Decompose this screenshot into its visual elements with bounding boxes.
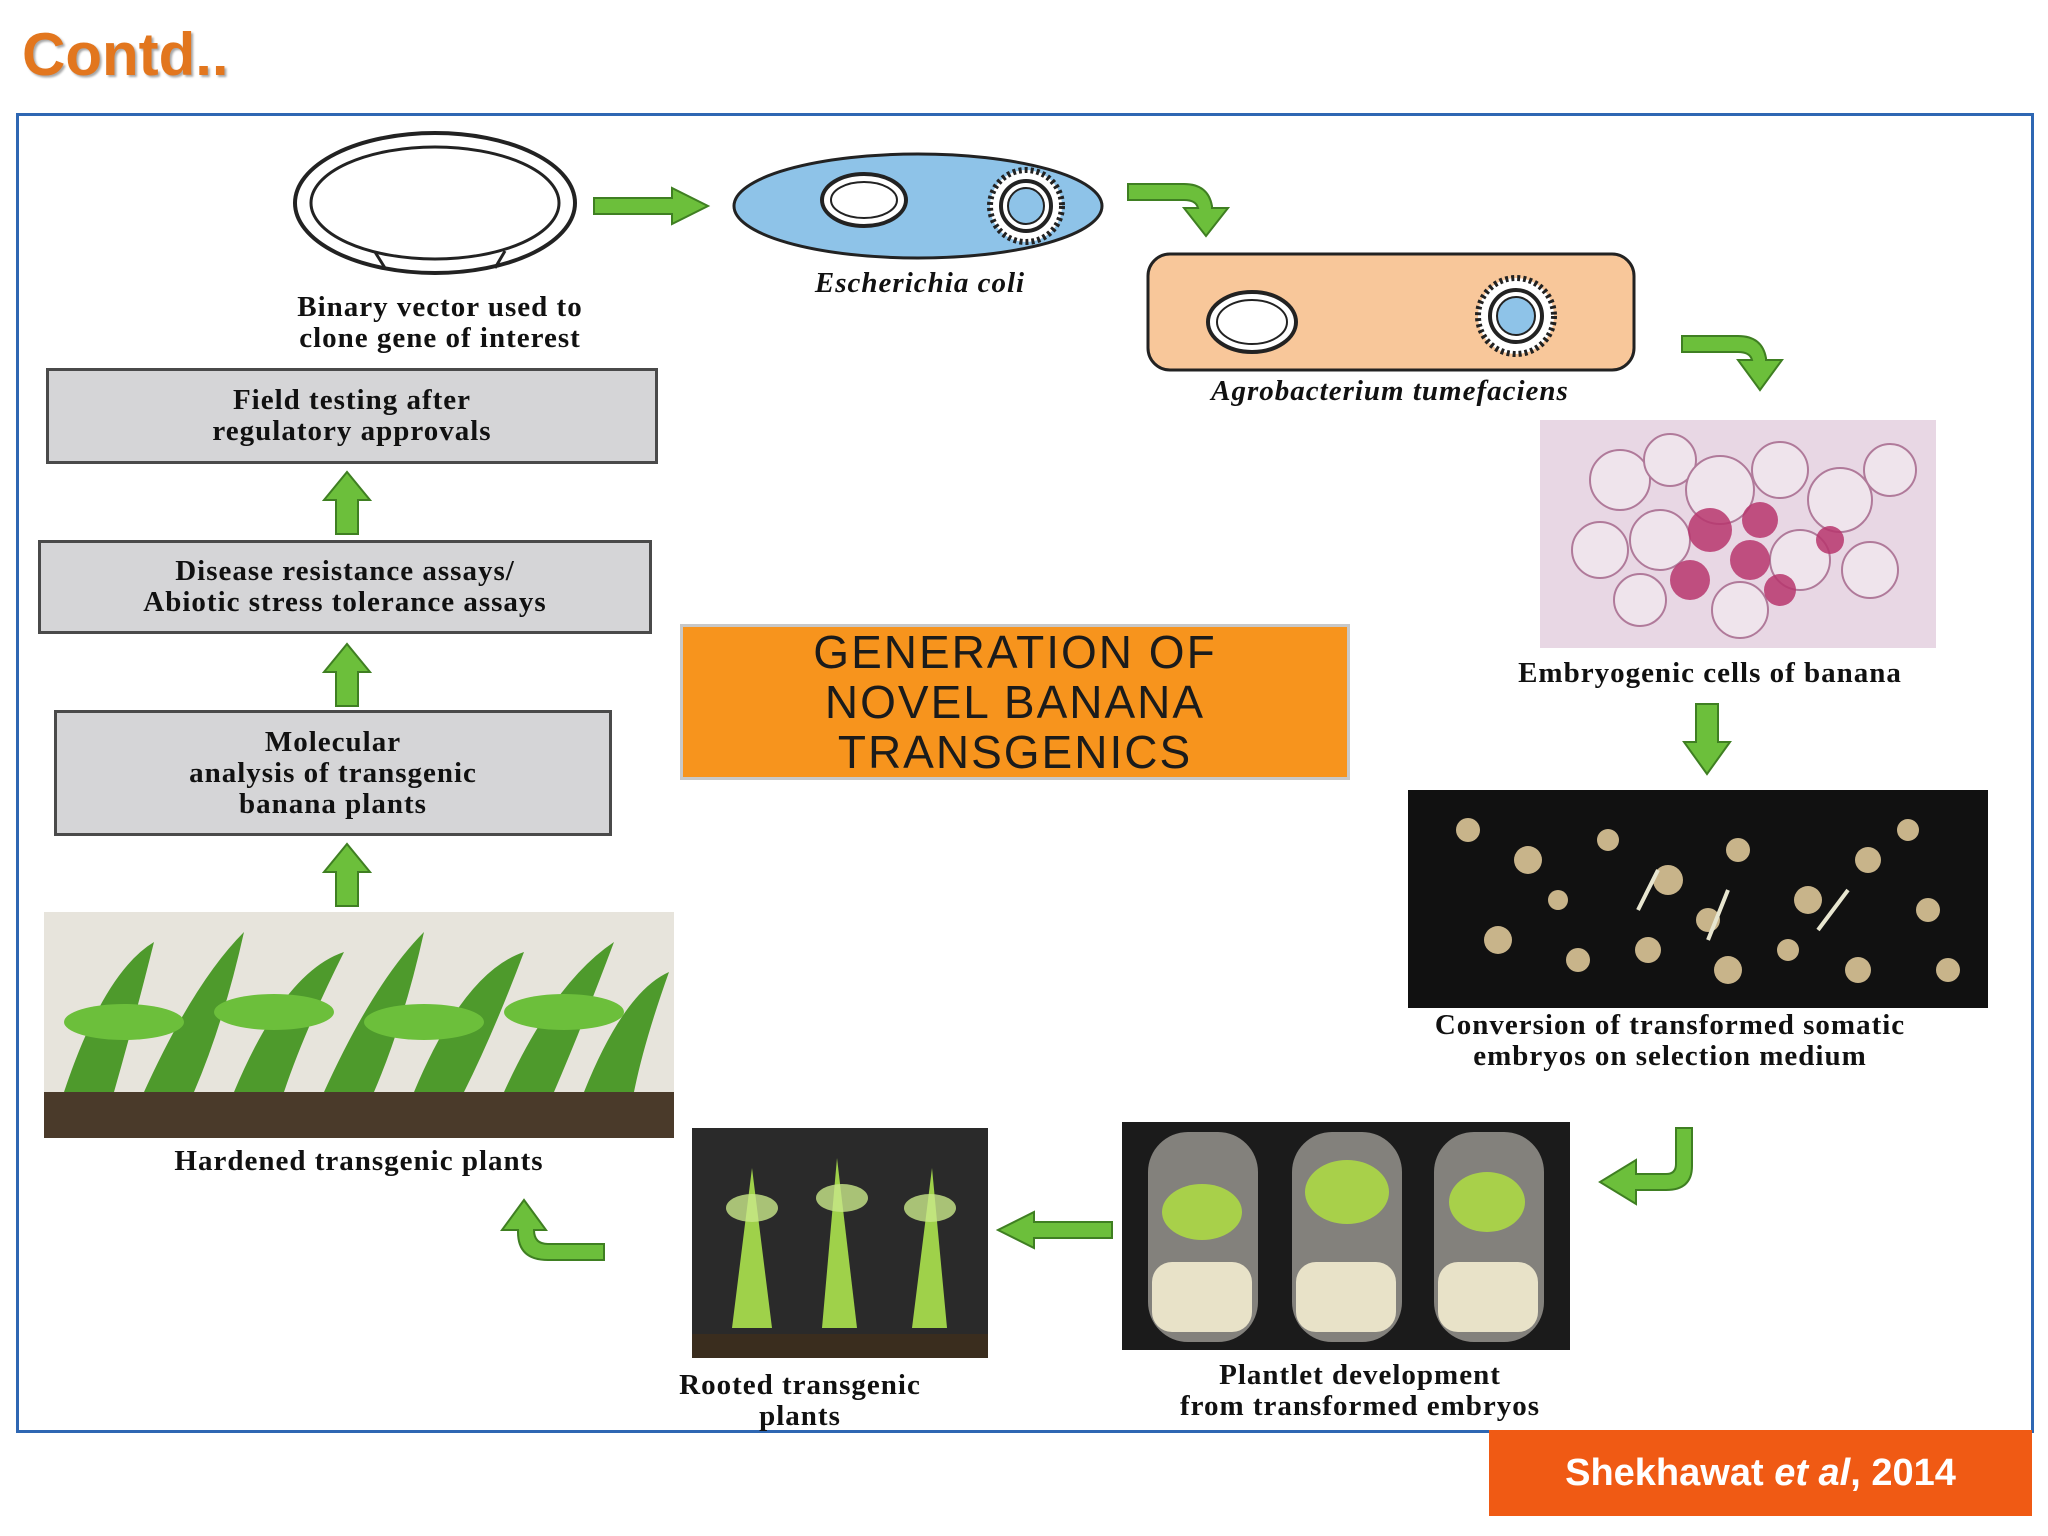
plasmid-icon (293, 131, 577, 275)
molecular-analysis-box: Molecular analysis of transgenic banana … (54, 710, 612, 836)
plantlet-tubes-image (1122, 1122, 1570, 1350)
agrobacterium-cell-icon (1146, 252, 1636, 372)
arrow-left-icon (996, 1210, 1113, 1250)
curved-arrow-down-icon (1127, 183, 1231, 238)
slide-title: Contd.. (22, 21, 229, 88)
curved-arrow-left-icon (1598, 1127, 1693, 1206)
curved-arrow-up-icon (500, 1198, 605, 1261)
curved-arrow-down-icon (1681, 335, 1784, 392)
field-testing-box: Field testing after regulatory approvals (46, 368, 658, 464)
rooted-plants-image (692, 1128, 988, 1358)
embryogenic-label: Embryogenic cells of banana (1518, 657, 1902, 689)
arrow-down-icon (1682, 703, 1732, 776)
citation-badge: Shekhawat et al, 2014 (1489, 1430, 2032, 1516)
binary-vector-label: Binary vector used to clone gene of inte… (297, 291, 583, 354)
hardened-plants-image (44, 912, 674, 1138)
diagram-frame (16, 113, 2034, 1433)
ecoli-label: Escherichia coli (814, 267, 1026, 299)
agrobacterium-label: Agrobacterium tumefaciens (1211, 375, 1569, 407)
somatic-embryos-image (1408, 790, 1988, 1008)
ecoli-cell-icon (732, 152, 1104, 260)
citation-year: , 2014 (1850, 1451, 1956, 1494)
hardened-label: Hardened transgenic plants (174, 1145, 544, 1177)
arrow-up-icon (322, 842, 372, 907)
arrow-up-icon (322, 642, 372, 707)
arrow-up-icon (322, 470, 372, 535)
plantlet-label: Plantlet development from transformed em… (1179, 1359, 1541, 1422)
disease-assays-box: Disease resistance assays/ Abiotic stres… (38, 540, 652, 634)
citation-author: Shekhawat (1565, 1451, 1764, 1494)
rooted-label: Rooted transgenic plants (679, 1369, 921, 1432)
arrow-right-icon (593, 186, 711, 226)
citation-etal: et al (1774, 1451, 1851, 1494)
conversion-label: Conversion of transformed somatic embryo… (1434, 1009, 1906, 1072)
center-title-box: GENERATION OF NOVEL BANANA TRANSGENICS (680, 624, 1350, 780)
embryogenic-cells-image (1540, 420, 1936, 648)
